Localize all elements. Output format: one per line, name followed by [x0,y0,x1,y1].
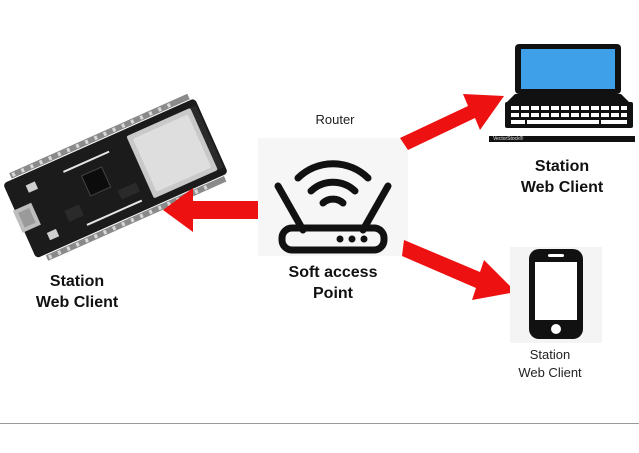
watermark-strip [489,136,635,142]
laptop-icon [503,42,635,136]
laptop-station-label-line1: Station [534,158,590,175]
smartphone-icon [510,247,602,343]
esp32-board-image [0,92,232,262]
esp32-station-label-line1: Station [49,273,105,290]
router-label-line1: Soft access [288,264,378,281]
phone-station-label-line1: Station [529,347,571,362]
router-icon [258,138,408,256]
phone-station-label: Station Web Client [505,346,595,382]
phone-station-label-line2: Web Client [518,365,582,380]
arrow-to-phone [400,236,518,306]
router-label: Soft access Point [268,262,398,304]
laptop-station-label-line2: Web Client [520,179,604,196]
bottom-divider [0,423,639,424]
esp32-station-label: Station Web Client [22,271,132,313]
watermark-text: VectorStock® [493,136,524,142]
router-caption: Router [315,112,355,127]
esp32-station-label-line2: Web Client [35,294,119,311]
laptop-station-label: Station Web Client [507,156,617,198]
arrow-to-esp32 [163,188,269,232]
arrow-to-laptop [398,86,506,156]
router-label-line2: Point [313,285,353,302]
